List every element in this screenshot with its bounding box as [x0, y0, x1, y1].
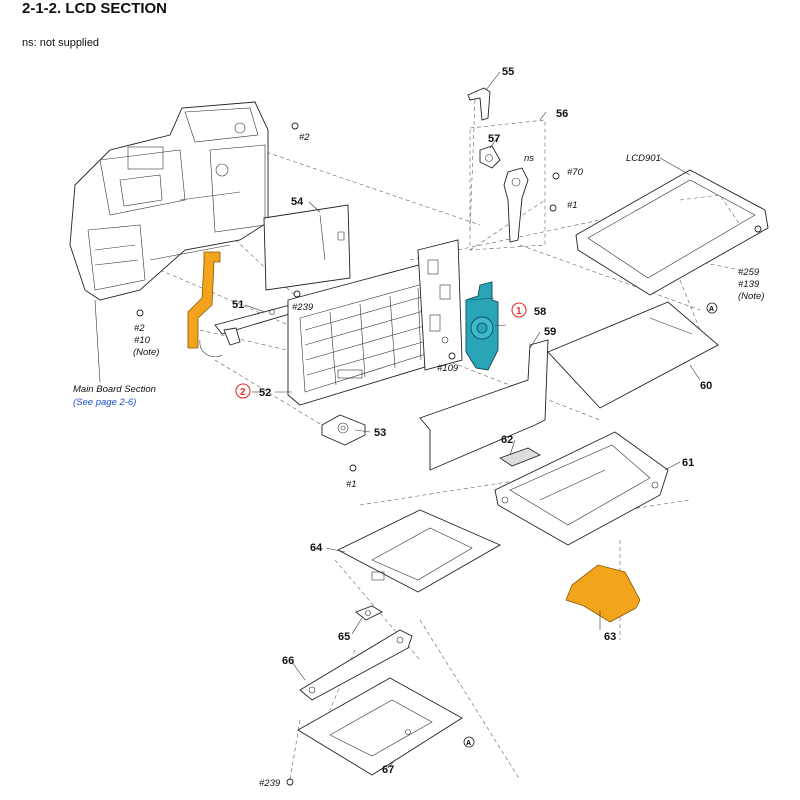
part-66-bracket	[299, 629, 413, 701]
part-label-63: 63	[604, 631, 616, 643]
page-title: 2-1-2. LCD SECTION	[22, 0, 168, 17]
part-67-cover	[297, 677, 463, 776]
marker-2-text: 2	[240, 387, 246, 398]
part-label-62: 62	[501, 434, 513, 446]
part-62-sheet	[499, 447, 541, 467]
main-board-section-link[interactable]: (See page 2-6)	[73, 397, 136, 408]
part-label-lcd901: LCD901	[626, 153, 661, 164]
part-label-67: 67	[382, 764, 394, 776]
screw-label-259: #259	[738, 267, 760, 278]
part-56-group-box	[469, 119, 546, 251]
part-53-switch	[321, 414, 366, 446]
part-52-frame	[287, 239, 463, 406]
part-54-sheet	[263, 204, 351, 291]
reference-a-bottom-text: A	[466, 740, 471, 747]
part-label-59: 59	[544, 326, 556, 338]
screw-label-2-left: #2	[134, 323, 145, 334]
part-55-hook	[467, 87, 491, 121]
part-label-55: 55	[502, 66, 514, 78]
screw-label-109: #109	[437, 363, 459, 374]
screw-label-239-bottom: #239	[259, 778, 281, 789]
part-label-57: 57	[488, 133, 500, 145]
reference-a-top: A	[706, 302, 718, 314]
part-51-bracket	[214, 304, 297, 346]
screw-note-left: (Note)	[133, 347, 159, 358]
part-65-spacer	[355, 605, 383, 621]
part-label-60: 60	[700, 380, 712, 392]
marker-1-text: 1	[516, 306, 522, 317]
part-label-65: 65	[338, 631, 350, 643]
part-64-plate	[337, 509, 501, 593]
marker-2: 2	[235, 383, 251, 399]
part-label-64: 64	[310, 542, 323, 554]
leader-lines	[94, 71, 701, 769]
orange-flex-cable	[187, 251, 221, 349]
main-board-section-label: Main Board Section	[73, 384, 156, 395]
part-label-58: 58	[534, 306, 546, 318]
screw-label-139: #139	[738, 279, 760, 290]
part-label-52: 52	[259, 387, 271, 399]
screw-label-1-right: #1	[567, 200, 578, 211]
screw-label-2-top: #2	[299, 132, 310, 143]
screw-note-right: (Note)	[738, 291, 764, 302]
page-subtitle: ns: not supplied	[22, 37, 100, 49]
part-63-shield	[565, 564, 641, 623]
screw-label-10: #10	[134, 335, 151, 346]
reference-a-top-text: A	[709, 306, 714, 313]
part-label-ns: ns	[524, 153, 534, 164]
screw-label-70: #70	[567, 167, 584, 178]
part-57-button	[479, 145, 501, 169]
lcd901-panel	[575, 169, 769, 296]
part-label-53: 53	[374, 427, 386, 439]
part-label-61: 61	[682, 457, 694, 469]
part-ns-bracket	[503, 167, 529, 243]
screw-label-1-bottom: #1	[346, 479, 357, 490]
part-58-control-dial	[465, 281, 499, 371]
part-61-cabinet	[494, 431, 669, 546]
part-label-56: 56	[556, 108, 568, 120]
marker-1: 1	[511, 302, 527, 318]
part-59-sheet	[419, 339, 549, 471]
main-camera-body	[69, 101, 269, 301]
screw-markers	[136, 122, 762, 786]
reference-a-bottom: A	[463, 736, 475, 748]
screw-label-239-mid: #239	[292, 302, 314, 313]
part-60-sheet	[547, 301, 719, 409]
part-label-51: 51	[232, 299, 244, 311]
part-label-66: 66	[282, 655, 294, 667]
part-label-54: 54	[291, 196, 304, 208]
